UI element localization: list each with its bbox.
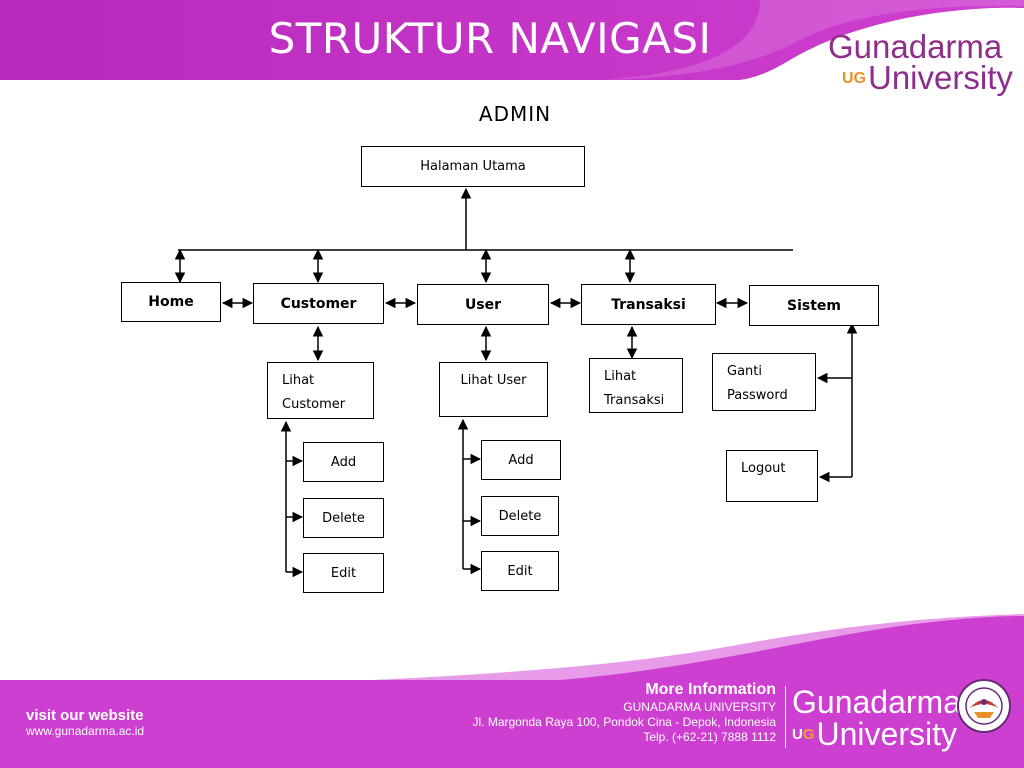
node-transaksi: Transaksi [581, 284, 716, 325]
node-user-delete: Delete [481, 496, 559, 536]
diagram-subtitle: ADMIN [478, 102, 552, 126]
node-customer-add: Add [303, 442, 384, 482]
gunadarma-logo: Gunadarma UGUniversity [828, 28, 1013, 96]
footer-contact: More Information GUNADARMA UNIVERSITY Jl… [472, 680, 776, 745]
header-band-highlight [600, 0, 1024, 80]
header-band [0, 0, 1024, 80]
node-user-add: Add [481, 440, 561, 480]
university-name: GUNADARMA UNIVERSITY [623, 700, 776, 714]
node-home: Home [121, 282, 221, 322]
node-user: User [417, 284, 549, 325]
node-lihat-customer: Lihat Customer [267, 362, 374, 419]
node-lihat-transaksi: Lihat Transaksi [589, 358, 683, 413]
address: Jl. Margonda Raya 100, Pondok Cina - Dep… [472, 715, 776, 729]
node-sistem: Sistem [749, 285, 879, 326]
more-info-heading: More Information [645, 681, 776, 698]
footer-band-curve [560, 616, 1024, 680]
footer-divider [785, 686, 786, 748]
node-halaman-utama: Halaman Utama [361, 146, 585, 187]
node-ganti-password: Ganti Password [712, 353, 816, 411]
footer-gunadarma-logo: Gunadarma UGUniversity [792, 684, 961, 752]
footer-website: visit our website www.gunadarma.ac.id [26, 707, 144, 738]
university-seal-icon [957, 679, 1011, 733]
node-customer: Customer [253, 283, 384, 324]
website-link[interactable]: www.gunadarma.ac.id [26, 724, 145, 738]
node-customer-delete: Delete [303, 498, 384, 538]
footer-band [0, 680, 1024, 768]
node-customer-edit: Edit [303, 553, 384, 593]
page-title: STRUKTUR NAVIGASI [268, 14, 712, 63]
phone: Telp. (+62-21) 7888 1112 [643, 730, 776, 744]
node-logout: Logout [726, 450, 818, 502]
visit-website-label: visit our website [26, 707, 144, 724]
node-user-edit: Edit [481, 551, 559, 591]
node-lihat-user: Lihat User [439, 362, 548, 417]
